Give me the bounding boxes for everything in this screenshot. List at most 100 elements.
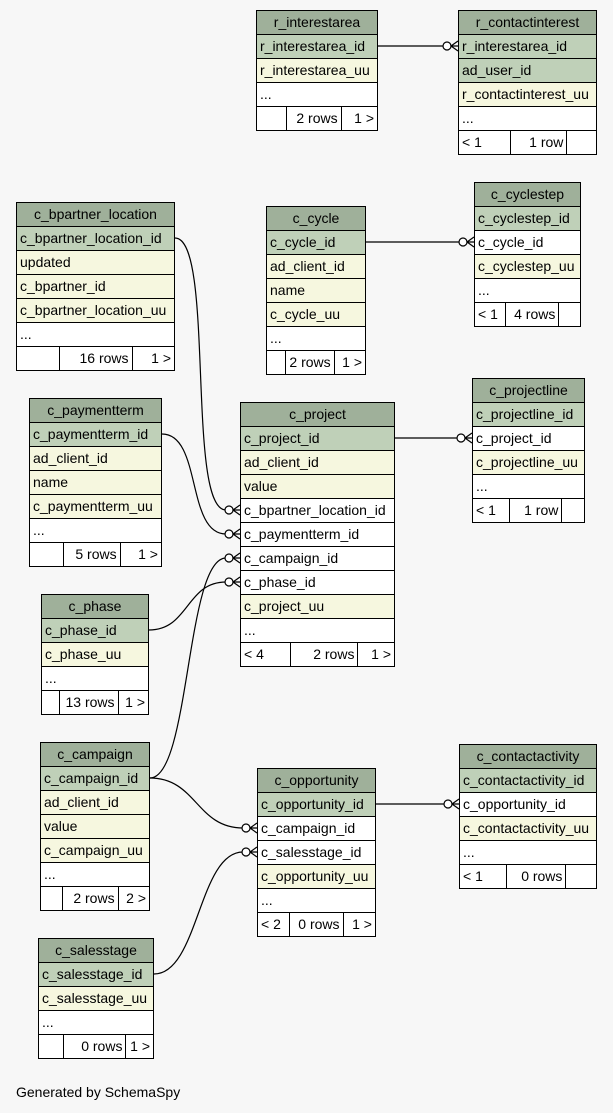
column-row[interactable]: value [41,815,149,839]
crows-foot-marker [232,576,241,588]
more-columns[interactable]: ... [473,475,584,499]
more-columns[interactable]: ... [258,889,375,913]
column-row[interactable]: c_phase_id [241,571,394,595]
column-row[interactable]: c_cyclestep_uu [475,255,580,279]
table-title[interactable]: c_project [241,403,394,427]
row-count: 2 rows [287,107,342,130]
more-columns[interactable]: ... [39,1011,153,1035]
child-count: 1 > [354,110,374,126]
row-count: 16 rows [60,347,133,370]
parent-count: < 2 [258,913,291,936]
column-row[interactable]: c_bpartner_location_id [17,227,174,251]
table-title[interactable]: c_phase [42,595,148,619]
table-title[interactable]: r_interestarea [257,11,377,35]
more-columns[interactable]: ... [267,327,365,351]
generated-by-label: Generated by SchemaSpy [16,1084,181,1100]
table-title[interactable]: c_projectline [473,379,584,403]
column-row[interactable]: r_interestarea_id [257,35,377,59]
table-title[interactable]: c_cycle [267,207,365,231]
table-title[interactable]: c_paymentterm [30,399,161,423]
table-footer: 2 rows 1 > [257,107,377,130]
column-row[interactable]: ad_client_id [267,255,365,279]
column-row[interactable]: c_cyclestep_id [475,207,580,231]
column-row[interactable]: c_project_uu [241,595,394,619]
column-row[interactable]: updated [17,251,174,275]
column-row[interactable]: c_paymentterm_id [241,523,394,547]
column-row[interactable]: c_project_id [473,427,584,451]
optional-marker [224,553,234,563]
column-row[interactable]: c_bpartner_id [17,275,174,299]
table-title[interactable]: c_salesstage [39,939,153,963]
column-row[interactable]: ad_client_id [30,447,161,471]
more-columns[interactable]: ... [241,619,394,643]
column-row[interactable]: c_opportunity_id [460,793,596,817]
column-row[interactable]: c_campaign_id [41,767,149,791]
column-row[interactable]: c_paymentterm_uu [30,495,161,519]
column-row[interactable]: c_salesstage_uu [39,987,153,1011]
column-row[interactable]: c_campaign_uu [41,839,149,863]
column-row[interactable]: c_contactactivity_id [460,769,596,793]
optional-marker [224,529,234,539]
column-row[interactable]: r_contactinterest_uu [459,83,596,107]
table-title[interactable]: c_opportunity [258,769,375,793]
column-row[interactable]: c_salesstage_id [39,963,153,987]
crows-foot-marker [249,846,258,858]
column-row[interactable]: ad_user_id [459,59,596,83]
table-title[interactable]: c_cyclestep [475,183,580,207]
column-row[interactable]: c_opportunity_id [258,793,375,817]
crows-foot-marker [232,528,241,540]
column-row[interactable]: c_phase_uu [42,643,148,667]
column-row[interactable]: c_cycle_uu [267,303,365,327]
column-row[interactable]: value [241,475,394,499]
more-columns[interactable]: ... [17,323,174,347]
table-title[interactable]: c_bpartner_location [17,203,174,227]
column-row[interactable]: c_opportunity_uu [258,865,375,889]
column-row[interactable]: c_projectline_uu [473,451,584,475]
parent-count [39,1035,64,1058]
more-columns[interactable]: ... [42,667,148,691]
column-row[interactable]: c_bpartner_location_id [241,499,394,523]
child-count [567,131,596,154]
table-title[interactable]: c_contactactivity [460,745,596,769]
optional-marker [458,237,468,247]
column-row[interactable]: ad_client_id [241,451,394,475]
column-row[interactable]: c_cycle_id [267,231,365,255]
column-row[interactable]: ad_client_id [41,791,149,815]
table-title[interactable]: c_campaign [41,743,149,767]
column-row[interactable]: r_interestarea_uu [257,59,377,83]
table-title[interactable]: r_contactinterest [459,11,596,35]
crows-foot-marker [451,798,460,810]
relationship-line [149,557,227,779]
column-row[interactable]: c_bpartner_location_uu [17,299,174,323]
child-count: 1 > [130,1038,150,1054]
child-count: 1 > [352,916,372,932]
more-columns[interactable]: ... [459,107,596,131]
column-row[interactable]: c_project_id [241,427,394,451]
column-row[interactable]: name [267,279,365,303]
column-row[interactable]: c_projectline_id [473,403,584,427]
column-row[interactable]: c_contactactivity_uu [460,817,596,841]
column-row[interactable]: r_interestarea_id [459,35,596,59]
more-columns[interactable]: ... [41,863,149,887]
column-row[interactable]: c_campaign_id [258,817,375,841]
child-count [559,303,580,326]
parent-count: < 1 [459,131,512,154]
column-row[interactable]: c_campaign_id [241,547,394,571]
relationship-line [149,777,244,829]
column-row[interactable]: c_paymentterm_id [30,423,161,447]
more-columns[interactable]: ... [475,279,580,303]
column-row[interactable]: c_phase_id [42,619,148,643]
more-columns[interactable]: ... [257,83,377,107]
row-count: 0 rows [290,913,344,936]
column-row[interactable]: c_cycle_id [475,231,580,255]
parent-count [267,351,286,374]
crows-foot-marker [464,432,473,444]
column-row[interactable]: c_salesstage_id [258,841,375,865]
more-columns[interactable]: ... [30,519,161,543]
more-columns[interactable]: ... [460,841,596,865]
column-row[interactable]: name [30,471,161,495]
